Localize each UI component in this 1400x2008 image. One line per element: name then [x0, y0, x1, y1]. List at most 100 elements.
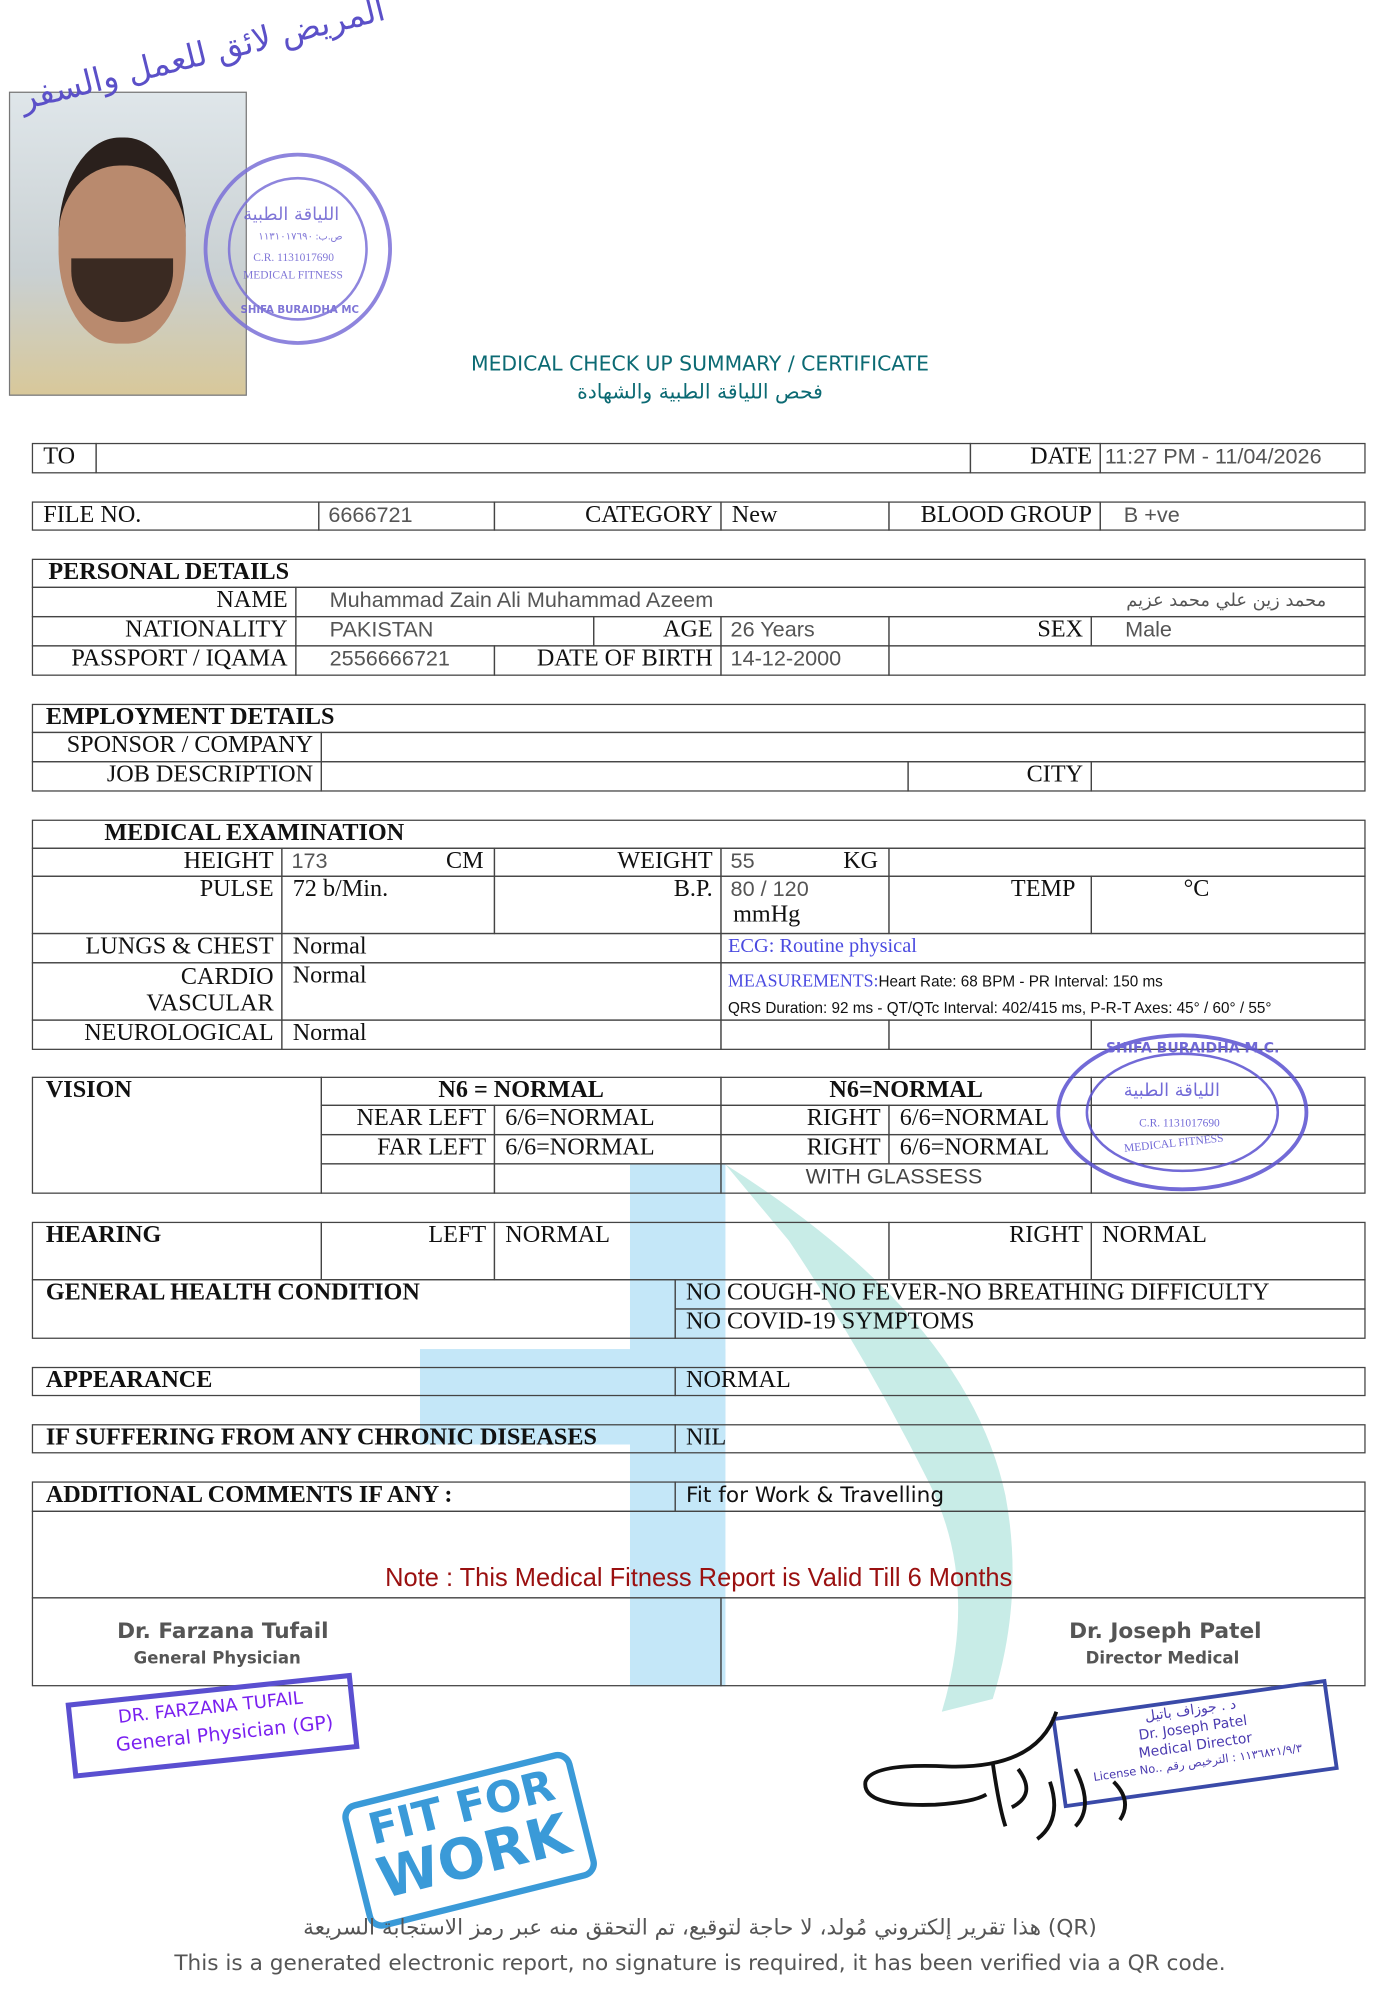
page-title-arabic: فحص اللياقة الطبية والشهادة: [577, 379, 823, 404]
nationality-label: NATIONALITY: [31, 615, 297, 647]
weight-value: 55: [730, 848, 755, 874]
pulse-label: PULSE: [31, 875, 283, 935]
sex-value: Male: [1090, 615, 1366, 647]
near-left-value: 6/6=NORMAL: [493, 1104, 722, 1136]
category-value: New: [720, 501, 890, 531]
nationality-value: PAKISTAN: [295, 615, 595, 647]
comments-heading: ADDITIONAL COMMENTS IF ANY :: [31, 1481, 676, 1512]
hearing-left-value: NORMAL: [493, 1221, 890, 1281]
sex-label: SEX: [888, 615, 1092, 647]
left-doctor-stamp: DR. FARZANA TUFAIL General Physician (GP…: [65, 1672, 360, 1779]
date-value: 11:27 PM - 11/04/2026: [1099, 442, 1366, 474]
near-left-label: NEAR LEFT: [320, 1104, 496, 1136]
bp-label: B.P.: [493, 875, 722, 935]
empty-cell: [493, 1163, 722, 1194]
hearing-heading: HEARING: [31, 1221, 322, 1281]
signature: [863, 1711, 1127, 1841]
weight-label: WEIGHT: [493, 847, 722, 877]
general-health-line: NO COVID-19 SYMPTOMS: [674, 1308, 1366, 1339]
passport-value: 2556666721: [295, 645, 496, 676]
empty-cell: [720, 1019, 890, 1050]
vision-right-head: N6=NORMAL: [720, 1076, 1092, 1106]
right-doctor-title: Director Medical: [1085, 1649, 1240, 1669]
comments-value: Fit for Work & Travelling: [674, 1481, 1366, 1512]
left-doctor-name: Dr. Farzana Tufail: [117, 1618, 329, 1645]
appearance-value: NORMAL: [674, 1366, 1366, 1397]
hearing-left-label: LEFT: [320, 1221, 496, 1281]
empty-cell: [320, 1163, 496, 1194]
blood-group-value: B +ve: [1099, 501, 1366, 531]
height-value: 173: [291, 848, 328, 874]
right-doctor-name: Dr. Joseph Patel: [1069, 1618, 1262, 1645]
measurements-label: MEASUREMENTS:: [727, 972, 879, 992]
name-arabic: محمد زين علي محمد عزيم: [1126, 590, 1327, 611]
far-left-label: FAR LEFT: [320, 1133, 496, 1165]
job-value: [320, 761, 909, 792]
personal-details-heading: PERSONAL DETAILS: [31, 558, 1366, 588]
chronic-value: NIL: [674, 1424, 1366, 1454]
to-label: TO: [31, 442, 97, 474]
far-left-value: 6/6=NORMAL: [493, 1133, 722, 1165]
neuro-label: NEUROLOGICAL: [31, 1019, 283, 1050]
hearing-right-value: NORMAL: [1090, 1221, 1366, 1281]
footer-english: This is a generated electronic report, n…: [174, 1951, 1226, 1977]
far-right-value: 6/6=NORMAL: [888, 1133, 1092, 1165]
date-label: DATE: [969, 442, 1101, 474]
left-doctor-title: General Physician: [133, 1649, 301, 1669]
city-label: CITY: [907, 761, 1092, 792]
neuro-value: Normal: [281, 1019, 722, 1050]
appearance-heading: APPEARANCE: [31, 1366, 676, 1397]
name-cell: Muhammad Zain Ali Muhammad Azeem محمد زين…: [295, 586, 1366, 618]
ecg-measurements: MEASUREMENTS:Heart Rate: 68 BPM - PR Int…: [720, 962, 1366, 1021]
near-right-label: RIGHT: [720, 1104, 890, 1136]
chronic-heading: IF SUFFERING FROM ANY CHRONIC DISEASES: [31, 1424, 676, 1454]
vision-left-head: N6 = NORMAL: [320, 1076, 722, 1106]
file-no-label: FILE NO.: [31, 501, 320, 531]
employment-heading: EMPLOYMENT DETAILS: [31, 703, 1366, 734]
clinic-stamp: اللياقة الطبية ص.ب: ١١٣١٠١٧٦٩٠ C.R. 1131…: [203, 152, 392, 345]
patient-photo: [8, 91, 247, 396]
city-value: [1090, 761, 1366, 792]
passport-label: PASSPORT / IQAMA: [31, 645, 297, 676]
blood-group-label: BLOOD GROUP: [888, 501, 1101, 531]
ecg-text: ECG: Routine physical: [720, 932, 1366, 964]
age-value: 26 Years: [720, 615, 890, 647]
medical-exam-heading: MEDICAL EXAMINATION: [31, 819, 1366, 849]
empty-cell: [888, 645, 1366, 676]
hearing-right-label: RIGHT: [888, 1221, 1092, 1281]
weight-cell: 55 KG: [720, 847, 890, 877]
temp-value: °C: [1090, 875, 1366, 935]
cardio-label-line: CARDIO: [180, 963, 274, 991]
general-health-heading: GENERAL HEALTH CONDITION: [31, 1279, 676, 1339]
general-health-line: NO COUGH-NO FEVER-NO BREATHING DIFFICULT…: [674, 1279, 1366, 1310]
watermark-curve: [725, 1164, 1013, 1712]
clinic-stamp: SHIFA BURAIDHA M.C. اللياقة الطبية C.R. …: [1056, 1033, 1309, 1192]
name-label: NAME: [31, 586, 297, 618]
lungs-label: LUNGS & CHEST: [31, 932, 283, 964]
height-label: HEIGHT: [31, 847, 283, 877]
bp-value: 80 / 120: [730, 876, 809, 902]
sponsor-label: SPONSOR / COMPANY: [31, 731, 322, 763]
lungs-value: Normal: [281, 932, 722, 964]
validity-note: Note : This Medical Fitness Report is Va…: [31, 1510, 1366, 1599]
signature-right-cell: [720, 1597, 1366, 1687]
pulse-value: 72 b/Min.: [281, 875, 496, 935]
file-no-value: 6666721: [318, 501, 496, 531]
to-field: [95, 442, 972, 474]
near-right-value: 6/6=NORMAL: [888, 1104, 1092, 1136]
fit-for-work-stamp: FIT FOR WORK: [339, 1748, 601, 1932]
temp-label: TEMP: [888, 875, 1092, 935]
weight-unit: KG: [843, 847, 879, 875]
bp-unit: mmHg: [733, 901, 801, 928]
empty-cell: [888, 1019, 1092, 1050]
name-value: Muhammad Zain Ali Muhammad Azeem: [329, 587, 714, 613]
footer-arabic: هذا تقرير إلكتروني مُولد، لا حاجة لتوقيع…: [303, 1915, 1097, 1941]
job-label: JOB DESCRIPTION: [31, 761, 322, 792]
cardio-value: Normal: [281, 962, 722, 1021]
sponsor-value: [320, 731, 1366, 763]
dob-label: DATE OF BIRTH: [493, 645, 722, 676]
measurements-line: QRS Duration: 92 ms - QT/QTc Interval: 4…: [727, 999, 1272, 1017]
